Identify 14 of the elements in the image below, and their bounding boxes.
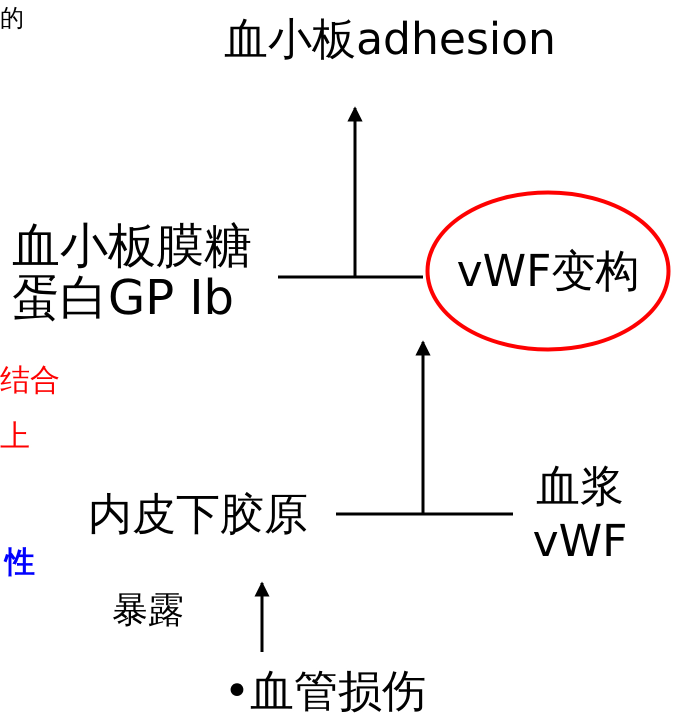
plasma-text: 血浆vWF	[532, 460, 628, 569]
result-text: 血小板adhesion	[224, 12, 556, 66]
cropped-text: 性	[3, 544, 36, 582]
cropped-text: 的	[0, 3, 25, 34]
arrow	[416, 340, 513, 516]
highlight-ellipse	[425, 190, 671, 352]
injury-text: •血管损伤	[224, 664, 426, 718]
collagen-text: 内皮下胶原	[88, 488, 308, 542]
arrow	[254, 582, 270, 652]
receptor-text: 血小板膜糖蛋白GP Ib	[12, 220, 253, 324]
cropped-text: 结合	[0, 362, 61, 400]
node-label: vWF变构	[456, 244, 640, 298]
cropped-text: 上	[0, 418, 31, 456]
arrow	[348, 106, 423, 278]
